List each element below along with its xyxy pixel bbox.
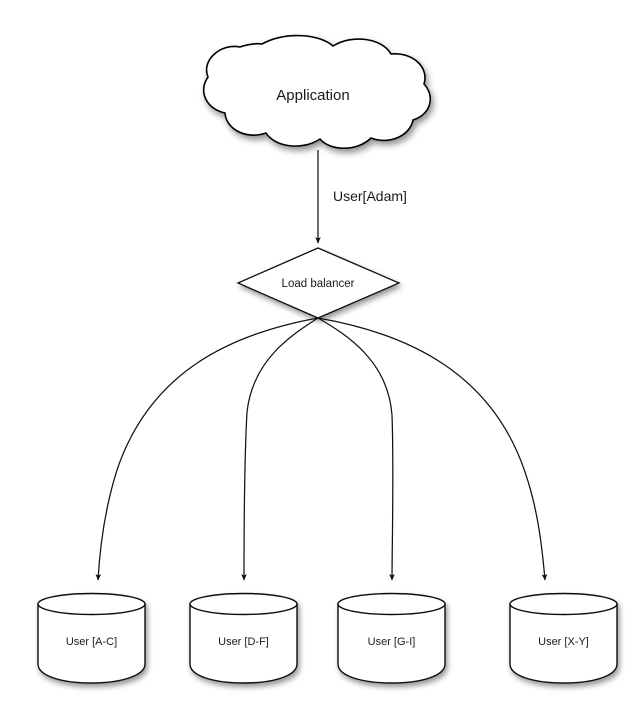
- database-top-ellipse: [37, 592, 146, 616]
- database-icon: [189, 603, 298, 684]
- node-db-d-f[interactable]: User [D-F]: [189, 592, 298, 684]
- edge-app-to-lb-label: User[Adam]: [333, 188, 407, 204]
- node-db-x-y[interactable]: User [X-Y]: [509, 592, 618, 684]
- node-db-g-i[interactable]: User [G-I]: [337, 592, 446, 684]
- db-label: User [X-Y]: [538, 636, 589, 648]
- edge-lb-to-db-x-y[interactable]: [317, 317, 548, 581]
- edge-lb-to-db-d-f[interactable]: [241, 317, 319, 581]
- edge-lb-to-db-g-i-path: [317, 317, 395, 581]
- database-top-ellipse: [337, 592, 446, 616]
- database-icon: [37, 603, 146, 684]
- edge-lb-to-db-d-f-path: [241, 317, 319, 581]
- database-top-ellipse: [189, 592, 298, 616]
- edge-lb-to-db-a-c-path: [95, 317, 319, 581]
- db-label: User [D-F]: [218, 636, 269, 648]
- cloud-icon: [202, 34, 432, 150]
- database-top-ellipse: [509, 592, 618, 616]
- edge-lb-to-db-a-c[interactable]: [95, 317, 319, 581]
- edge-lb-to-db-x-y-path: [317, 317, 548, 581]
- diamond-label: Load balancer: [282, 278, 355, 290]
- node-load-balancer[interactable]: Load balancer: [236, 247, 401, 319]
- edge-app-to-lb[interactable]: User[Adam]: [315, 150, 407, 244]
- db-label: User [A-C]: [66, 636, 117, 648]
- database-icon: [337, 603, 446, 684]
- node-application[interactable]: Application: [202, 34, 432, 150]
- db-label: User [G-I]: [368, 636, 416, 648]
- node-db-a-c[interactable]: User [A-C]: [37, 592, 146, 684]
- cloud-label: Application: [276, 87, 349, 104]
- database-icon: [509, 603, 618, 684]
- edge-lb-to-db-g-i[interactable]: [317, 317, 395, 581]
